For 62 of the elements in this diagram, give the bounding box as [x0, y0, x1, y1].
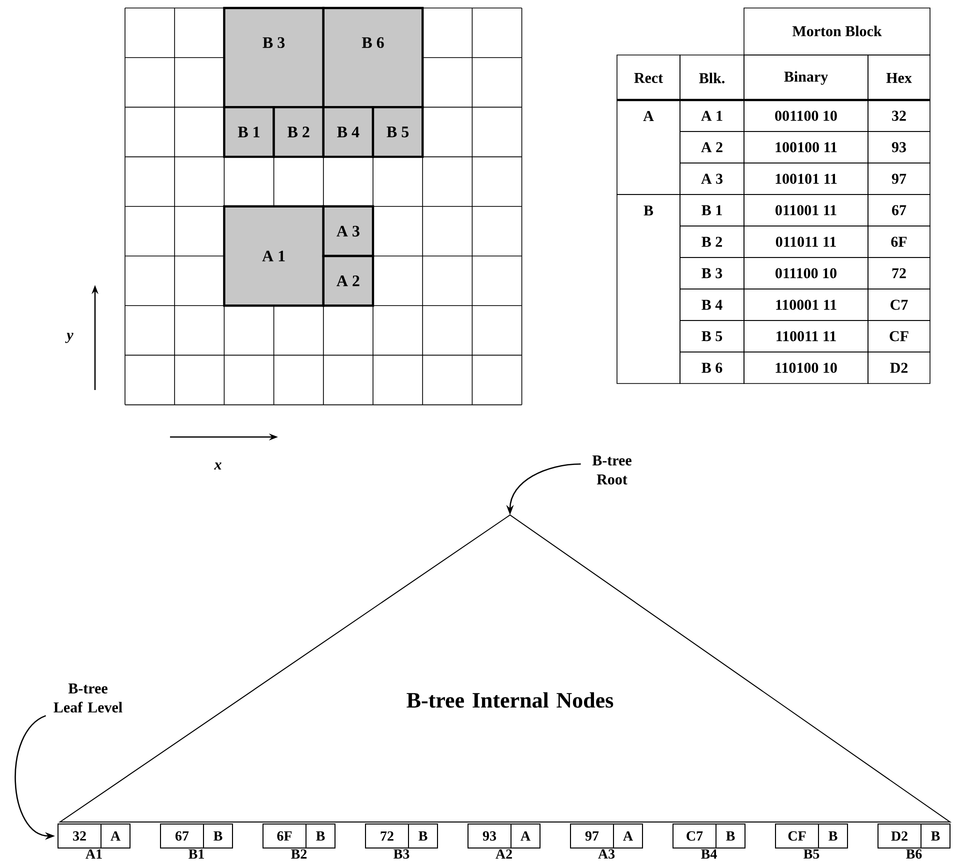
- table-cell: 72: [868, 257, 930, 290]
- table-cell: B 2: [680, 226, 744, 258]
- axis-label: x: [214, 462, 222, 470]
- shaded-block: A 2: [322, 254, 374, 307]
- table-header: Binary: [744, 54, 868, 100]
- leaf-caption: B1: [188, 849, 204, 859]
- table-cell: B: [616, 194, 680, 384]
- leaf-caption: B4: [701, 849, 717, 859]
- leaf-caption: B3: [394, 849, 410, 859]
- shaded-block: B 5: [372, 106, 424, 158]
- table-cell: A 3: [680, 162, 744, 195]
- table-cell: 110011 11: [744, 320, 868, 352]
- table-cell: B 1: [680, 194, 744, 226]
- leaf-entry: 97 A: [570, 824, 643, 848]
- table-cell: 93: [868, 131, 930, 164]
- table-cell: A 2: [680, 131, 744, 164]
- table-cell: C7: [868, 288, 930, 321]
- table-header: Blk.: [680, 54, 744, 100]
- leaf-entry: 6F B: [262, 824, 336, 848]
- table-cell: A 1: [680, 100, 744, 132]
- table-cell: B 6: [680, 352, 744, 384]
- table-cell: 6F: [868, 226, 930, 258]
- leaf-caption: A2: [496, 849, 512, 859]
- table-cell: 110001 11: [744, 288, 868, 321]
- table-cell: CF: [868, 320, 930, 352]
- table-cell: 97: [868, 162, 930, 195]
- table-cell: 110100 10: [744, 352, 868, 384]
- leaf-entry: 93 A: [468, 824, 540, 848]
- axis-label: y: [65, 332, 74, 344]
- shaded-block: B 1: [223, 106, 275, 158]
- table-header: Morton Block: [744, 8, 930, 56]
- callout-text: B-tree Leaf Level: [54, 684, 122, 712]
- table-cell: 011011 11: [744, 226, 868, 258]
- table-header: Hex: [868, 54, 930, 100]
- table-cell: 011001 11: [744, 194, 868, 226]
- leaf-entry: 32 A: [58, 824, 130, 848]
- leaf-entry: 72 B: [365, 824, 438, 848]
- leaf-caption: B2: [291, 849, 307, 859]
- table-cell: B 5: [680, 320, 744, 352]
- table-cell: D2: [868, 352, 930, 384]
- table-cell: 100100 11: [744, 131, 868, 164]
- table-cell: 011100 10: [744, 257, 868, 290]
- table-cell: B 3: [680, 257, 744, 290]
- leaf-caption: B5: [804, 849, 820, 859]
- table-cell: 100101 11: [744, 162, 868, 195]
- table-cell: A: [616, 100, 680, 195]
- leaf-caption: A1: [86, 849, 102, 859]
- table-header: Rect: [616, 54, 680, 100]
- callout-text: B-tree Root: [592, 456, 632, 484]
- table-cell: 32: [868, 100, 930, 132]
- table-cell: 67: [868, 194, 930, 226]
- table-cell: B 4: [680, 288, 744, 321]
- leaf-entry: 67 B: [160, 824, 233, 848]
- table-cell: 001100 10: [744, 100, 868, 132]
- shaded-block: B 4: [322, 106, 374, 158]
- shaded-block: B 2: [272, 106, 324, 158]
- leaf-caption: B6: [906, 849, 922, 859]
- leaf-entry: C7 B: [672, 824, 746, 848]
- leaf-caption: A3: [598, 849, 615, 859]
- shaded-block: A 3: [322, 205, 374, 258]
- leaf-entry: D2 B: [878, 824, 950, 848]
- leaf-entry: CF B: [775, 824, 848, 848]
